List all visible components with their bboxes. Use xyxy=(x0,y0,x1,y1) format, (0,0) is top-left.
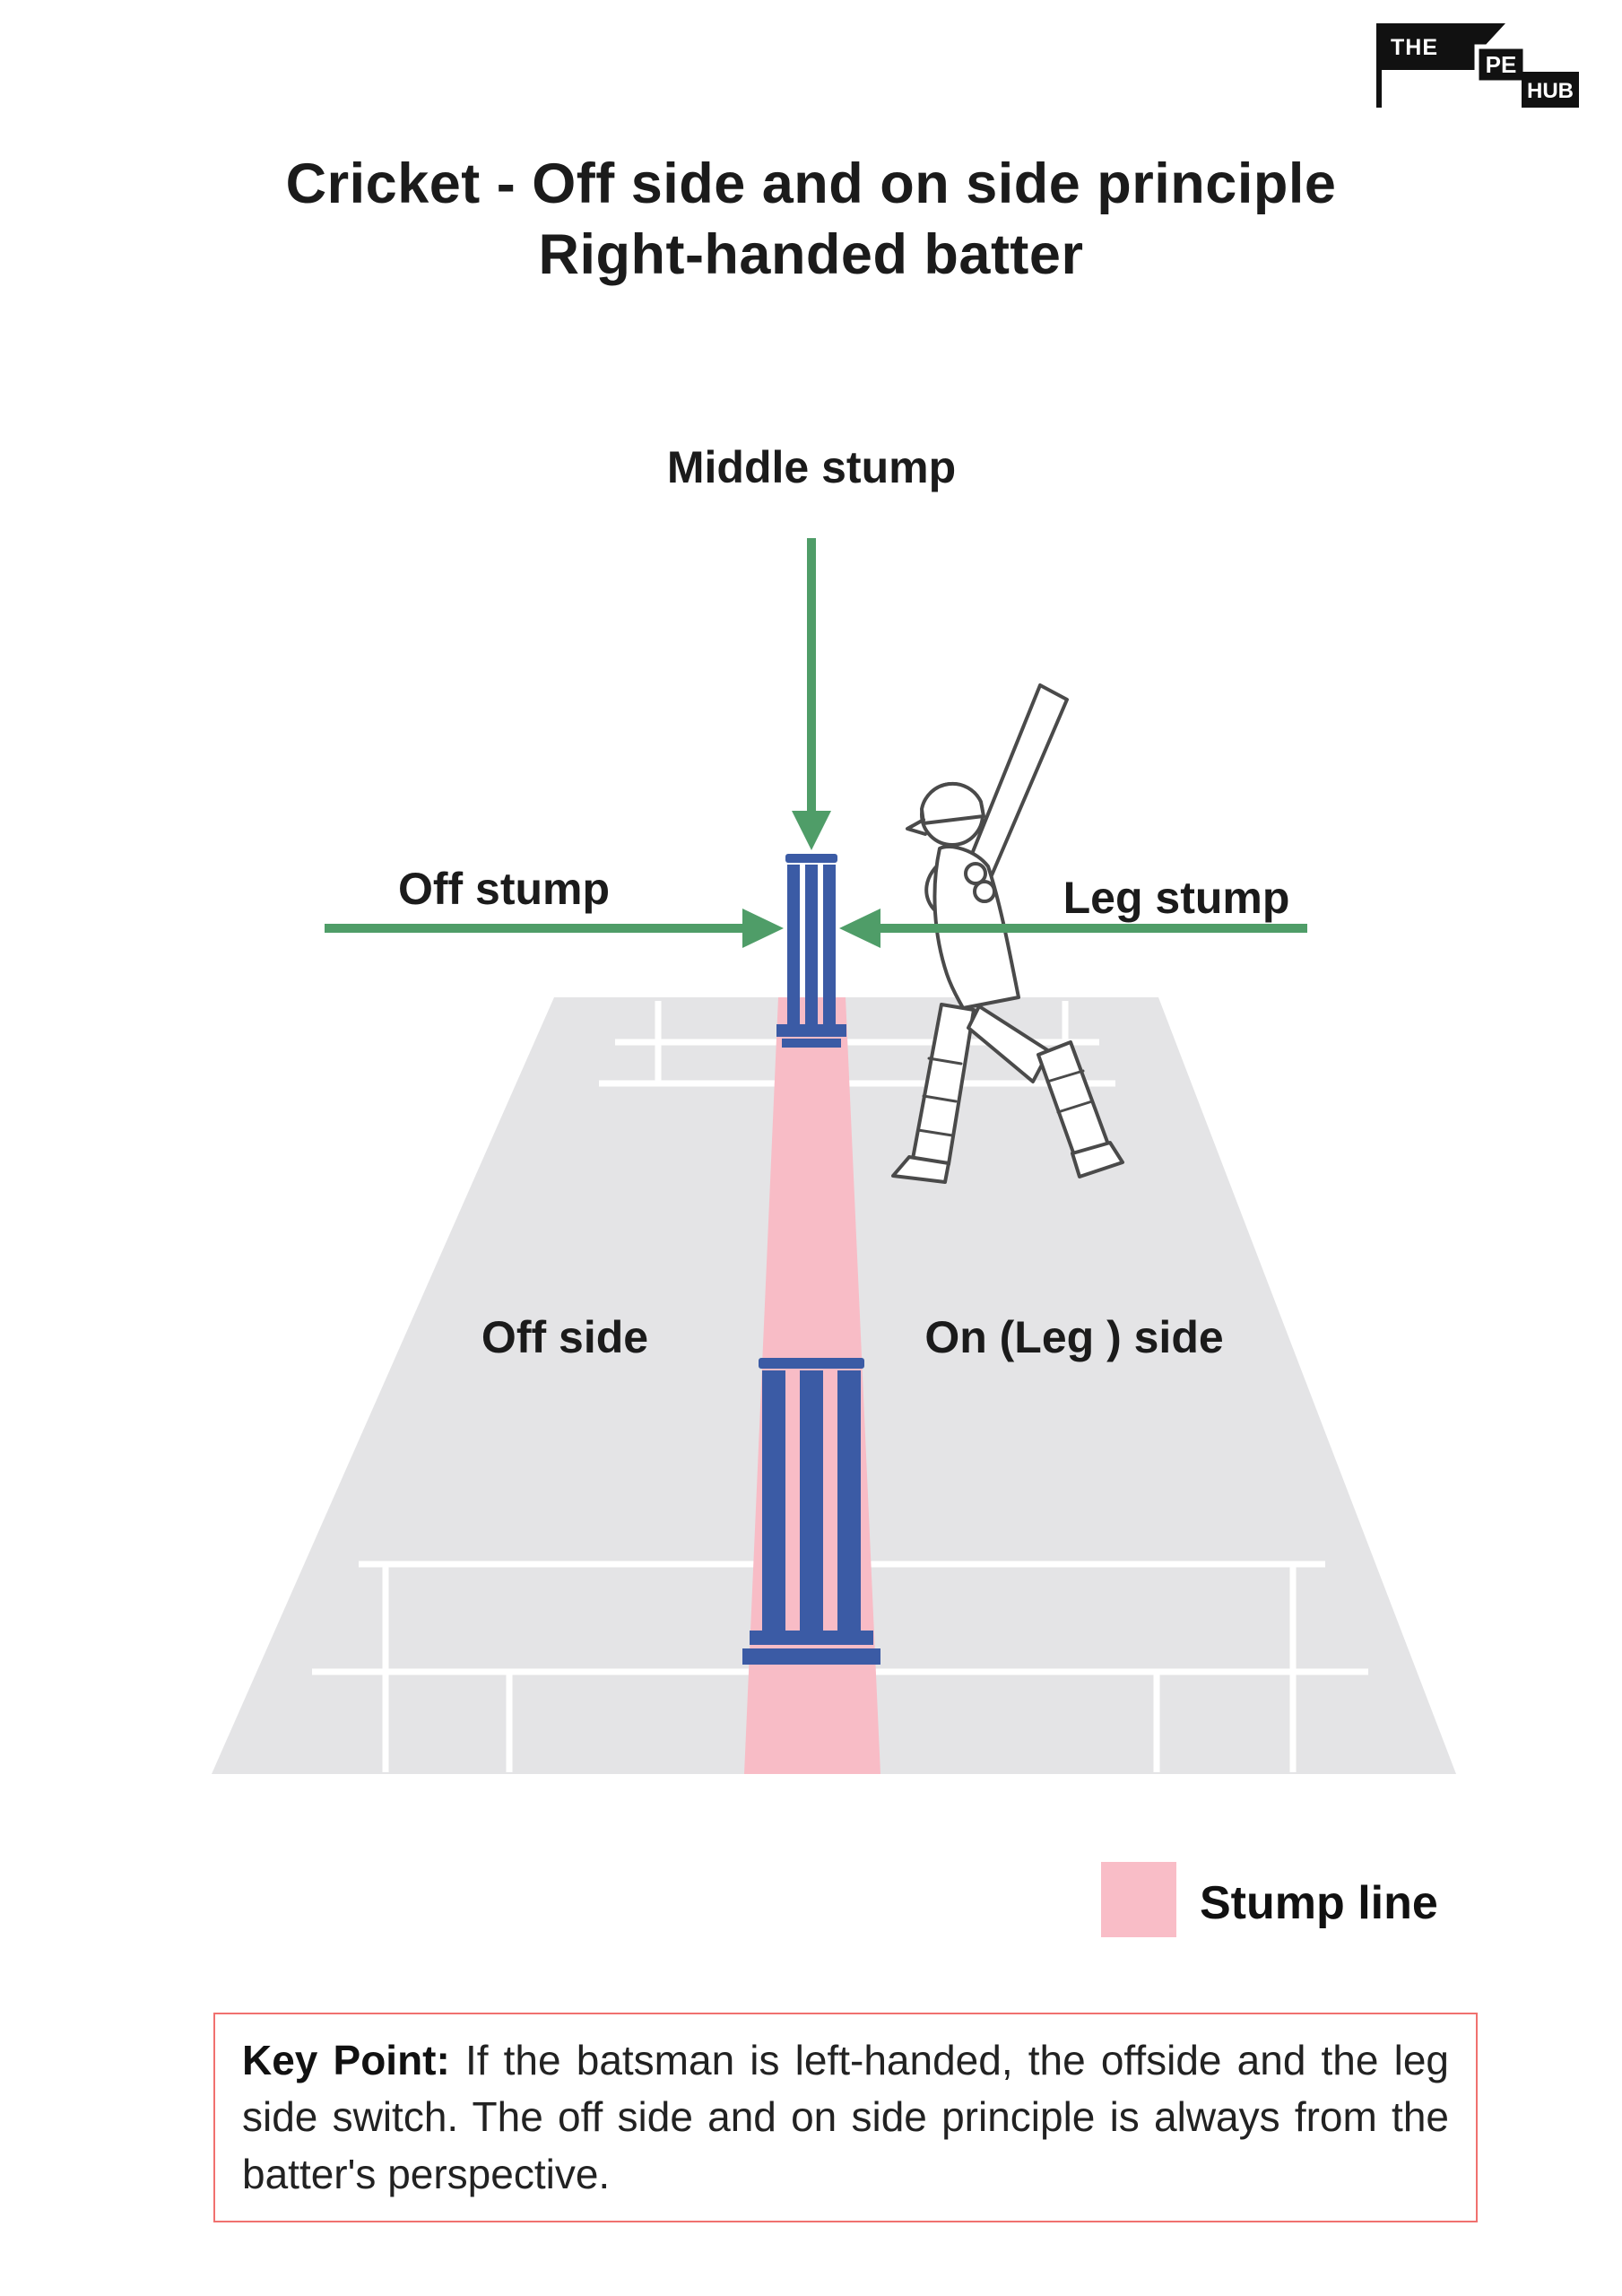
key-point-box: Key Point: If the batsman is left-handed… xyxy=(213,2013,1478,2223)
middle-stump-label: Middle stump xyxy=(666,442,957,492)
logo-pole xyxy=(1376,23,1382,108)
logo-hub-box xyxy=(1522,72,1579,108)
logo-the: THE xyxy=(1391,35,1438,60)
off-stump-label: Off stump xyxy=(397,864,611,914)
leg-stump-arrow xyxy=(839,909,1307,948)
near-stumps xyxy=(776,854,846,1048)
batter-illustration xyxy=(891,683,1124,1184)
logo-pe: PE xyxy=(1486,51,1517,78)
title-line-2: Right-handed batter xyxy=(538,223,1084,287)
title-line-1: Cricket - Off side and on side principle xyxy=(285,152,1337,215)
bat xyxy=(967,683,1069,877)
leg-stump-label: Leg stump xyxy=(1063,873,1290,923)
pe-hub-logo: THE PE HUB xyxy=(1376,23,1579,108)
stump-line-swatch xyxy=(1101,1862,1176,1937)
logo-pe-box xyxy=(1474,44,1528,85)
key-point-label: Key Point: xyxy=(242,2037,450,2083)
far-stumps xyxy=(742,1358,880,1665)
logo-hub: HUB xyxy=(1527,79,1574,103)
key-point-text: If the batsman is left-handed, the offsi… xyxy=(242,2037,1449,2197)
page-title: Cricket - Off side and on side principle… xyxy=(0,149,1622,291)
stump-line-legend-label: Stump line xyxy=(1200,1877,1438,1929)
on-side-label: On (Leg ) side xyxy=(924,1312,1224,1362)
off-side-label: Off side xyxy=(481,1312,649,1362)
middle-stump-arrow xyxy=(792,538,831,850)
off-stump-arrow xyxy=(325,909,784,948)
